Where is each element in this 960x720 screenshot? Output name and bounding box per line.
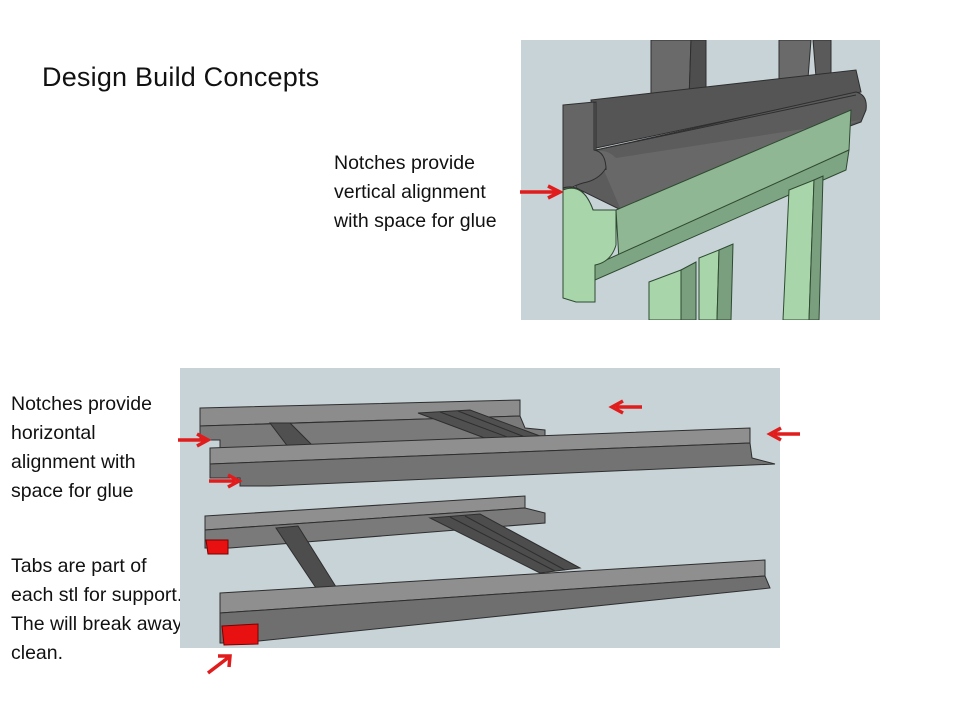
- caption-support-tabs: Tabs are part of each stl for support. T…: [11, 555, 183, 664]
- red-arrow-icon: [766, 426, 800, 442]
- red-arrow-icon: [520, 184, 564, 200]
- caption-horizontal-alignment: Notches provide horizontal alignment wit…: [11, 393, 152, 502]
- support-tab: [221, 623, 259, 646]
- support-tab: [205, 539, 229, 555]
- slide-title: Design Build Concepts: [42, 62, 320, 92]
- red-arrow-icon: [206, 654, 232, 675]
- render-horizontal-notches-and-tabs: [180, 368, 780, 648]
- render-vertical-notch: [521, 40, 880, 320]
- horizontal-notch-drawing: [199, 399, 776, 646]
- red-arrow-icon: [178, 432, 212, 448]
- red-arrow-icon: [209, 473, 243, 489]
- red-arrow-icon: [608, 399, 642, 415]
- caption-vertical-alignment: Notches provide vertical alignment with …: [334, 152, 497, 232]
- vertical-notch-drawing: [562, 40, 867, 320]
